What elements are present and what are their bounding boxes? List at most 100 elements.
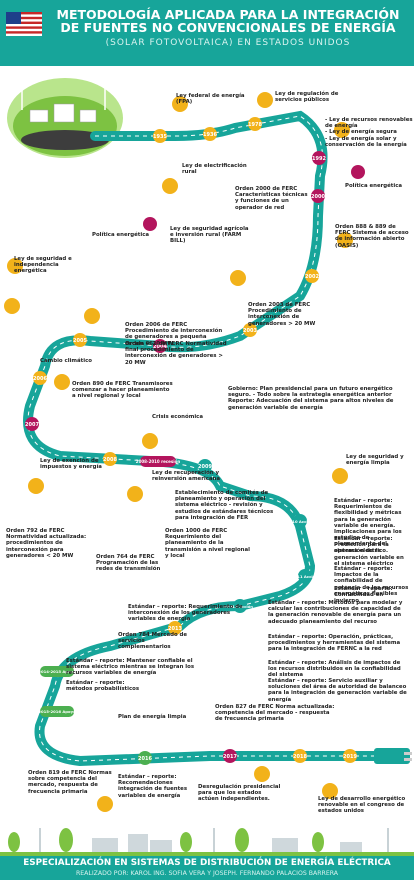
node-2009: [198, 459, 212, 473]
event-line: Gobierno: Plan presidencial para un futu…: [228, 386, 393, 399]
header-banner: METODOLOGÍA APLICADA PARA LA INTEGRACIÓN…: [0, 0, 414, 66]
node-1992: [312, 151, 326, 165]
event-label: Ley de seguridad e independencia energét…: [14, 256, 72, 275]
usa-flag-icon: [6, 12, 42, 36]
year-label-1978: 1978: [248, 122, 262, 128]
footer-subtitle: REALIZADO POR: KAROL ING. SOFIA VERA Y J…: [75, 870, 339, 877]
year-label-2002: 2002: [305, 274, 319, 280]
event-line: Orden 888 & 889 de: [335, 224, 396, 230]
event-label: Cambio climático: [40, 358, 92, 364]
node-1936: [203, 127, 217, 141]
event-label: Ley de electrificación rural: [182, 163, 247, 176]
event-icons: [4, 92, 365, 812]
year-label-2017: 2017: [223, 754, 237, 760]
event-label: Orden 890 de FERC Transmisores comenzar …: [72, 381, 173, 400]
year-label-2007: 2007: [25, 422, 39, 428]
timeline-stage: 1935 1936 1978 1992 2000 2002 2003 2004 …: [0, 66, 414, 826]
event-label: Crisis económica: [152, 414, 203, 420]
event-label: Establecimiento de comités de planeamien…: [175, 490, 274, 521]
event-label: Ley de exención de impuestos y energía: [40, 458, 102, 471]
event-label: Gobierno: Plan presidencial para un futu…: [228, 386, 408, 411]
event-label: Política energética: [92, 232, 150, 238]
node-2011: [298, 569, 312, 583]
law-icon: [257, 92, 273, 108]
law-icon: [127, 486, 143, 502]
year-label-2016: 2016: [138, 756, 152, 762]
plug-icon: [374, 748, 412, 764]
event-line: Características técnicas y funciones de …: [235, 192, 308, 211]
event-label: Estándar – reporte: Recomendaciones inte…: [118, 774, 188, 799]
event-line: - Ley de energía segura: [325, 129, 397, 136]
node-2007: [25, 417, 39, 431]
event-label: Orden 764 de FERC Programación de las re…: [96, 554, 161, 573]
event-label: Estándar – reporte: Predicción para la o…: [334, 536, 404, 567]
title-line-1: METODOLOGÍA APLICADA PARA LA INTEGRACIÓN: [56, 7, 400, 22]
node-2015: [40, 706, 74, 717]
event-label: Estándar – reporte: Impactos de la confi…: [334, 566, 409, 597]
event-label: Política energética: [345, 183, 403, 189]
event-label: Estándar – reporte: Operación, prácticas…: [268, 634, 401, 653]
node-2008-recession: [140, 456, 176, 467]
law-icon: [322, 783, 338, 799]
node-1978: [248, 117, 262, 131]
event-label: Ley de recuperación y reinversión americ…: [152, 470, 221, 483]
law-icon: [142, 433, 158, 449]
law-icon: [334, 122, 350, 138]
event-label: Orden 2006 de FERC Procedimiento de inte…: [125, 322, 223, 347]
year-label-2008-recession: 2008-2010 recesión: [136, 459, 181, 464]
event-label: Orden 2003 de FERC Procedimiento de inte…: [248, 302, 316, 327]
law-icon: [337, 232, 353, 248]
year-label-1936: 1936: [203, 132, 217, 138]
year-label-2019: 2019: [343, 754, 357, 760]
event-label: Ley de seguridad y energía limpia: [346, 454, 404, 467]
node-2008: [103, 452, 117, 466]
event-line: - Ley de recursos renovables de energía: [325, 117, 413, 130]
event-label: Estándar – reporte: Mantener confiable e…: [66, 658, 195, 677]
law-icon: [54, 374, 70, 390]
event-label: Orden 888 & 889 de FERC Sistema de acces…: [335, 224, 411, 249]
event-label: Ley federal de energía (FPA): [176, 93, 245, 106]
node-2003: [243, 323, 257, 337]
year-label-2000: 2000: [311, 194, 325, 200]
page-subtitle: (SOLAR FOTOVOLTAICA) EN ESTADOS UNIDOS: [105, 38, 351, 48]
event-label: Orden 784 Mercado de servicios complemen…: [118, 632, 188, 651]
law-icon: [332, 468, 348, 484]
event-label: Estándar – reporte: Requerimientos de fl…: [334, 498, 402, 554]
event-label: Orden 1000 de FERC Requerimiento del pla…: [165, 528, 250, 559]
law-icon: [84, 308, 100, 324]
event-label: Orden 819 de FERC Normas sobre competenc…: [28, 770, 112, 795]
event-label: Plan de energía limpia: [118, 714, 187, 720]
node-2018: [293, 749, 307, 763]
event-label: Estándar – reporte: Requerimiento de int…: [128, 604, 243, 623]
event-label: Estándar – reporte: métodos probabilísti…: [66, 680, 140, 693]
year-label-2011: 2011 Acción: [292, 574, 318, 579]
year-label-2003: 2003: [243, 328, 257, 334]
event-label: Orden 2000 de FERC Características técni…: [235, 186, 309, 211]
law-icon: [28, 478, 44, 494]
event-label: - Ley de recursos renovables de energía …: [325, 117, 413, 148]
event-label: Orden 827 de FERC Norma actualizada: com…: [215, 704, 335, 723]
node-2005: [73, 333, 87, 347]
event-label: Ley de seguridad agrícola e inversión ru…: [170, 226, 249, 245]
year-label-2013: 2013: [168, 626, 182, 632]
event-line: Reporte: Adecuación del sistema para alt…: [228, 398, 394, 411]
year-label-2004: 2004: [153, 344, 167, 350]
law-icon: [172, 96, 188, 112]
event-label: Orden 792 de FERC Normatividad actualiza…: [6, 528, 87, 559]
event-label: Ley de desarrollo energético renovable e…: [318, 796, 406, 815]
node-2017: [223, 749, 237, 763]
law-icon: [254, 766, 270, 782]
law-icon: [230, 270, 246, 286]
policy-icon: [143, 217, 157, 231]
law-icon: [4, 298, 20, 314]
year-label-2015: 2015-2016 Apoyo: [38, 709, 76, 714]
event-label: Estándar – reporte: Métodos para modelar…: [268, 600, 403, 625]
policy-icon: [351, 165, 365, 179]
node-2000: [311, 189, 325, 203]
year-label-2005: 2005: [73, 338, 87, 344]
year-label-2014: 2014-2015 Apoyo: [38, 669, 76, 674]
year-label-1935: 1935: [153, 134, 167, 140]
year-label-2009: 2009: [198, 464, 212, 470]
node-2004: [153, 339, 167, 353]
event-label: Estándar – reporte: Confiabilidad en inv…: [334, 586, 393, 605]
